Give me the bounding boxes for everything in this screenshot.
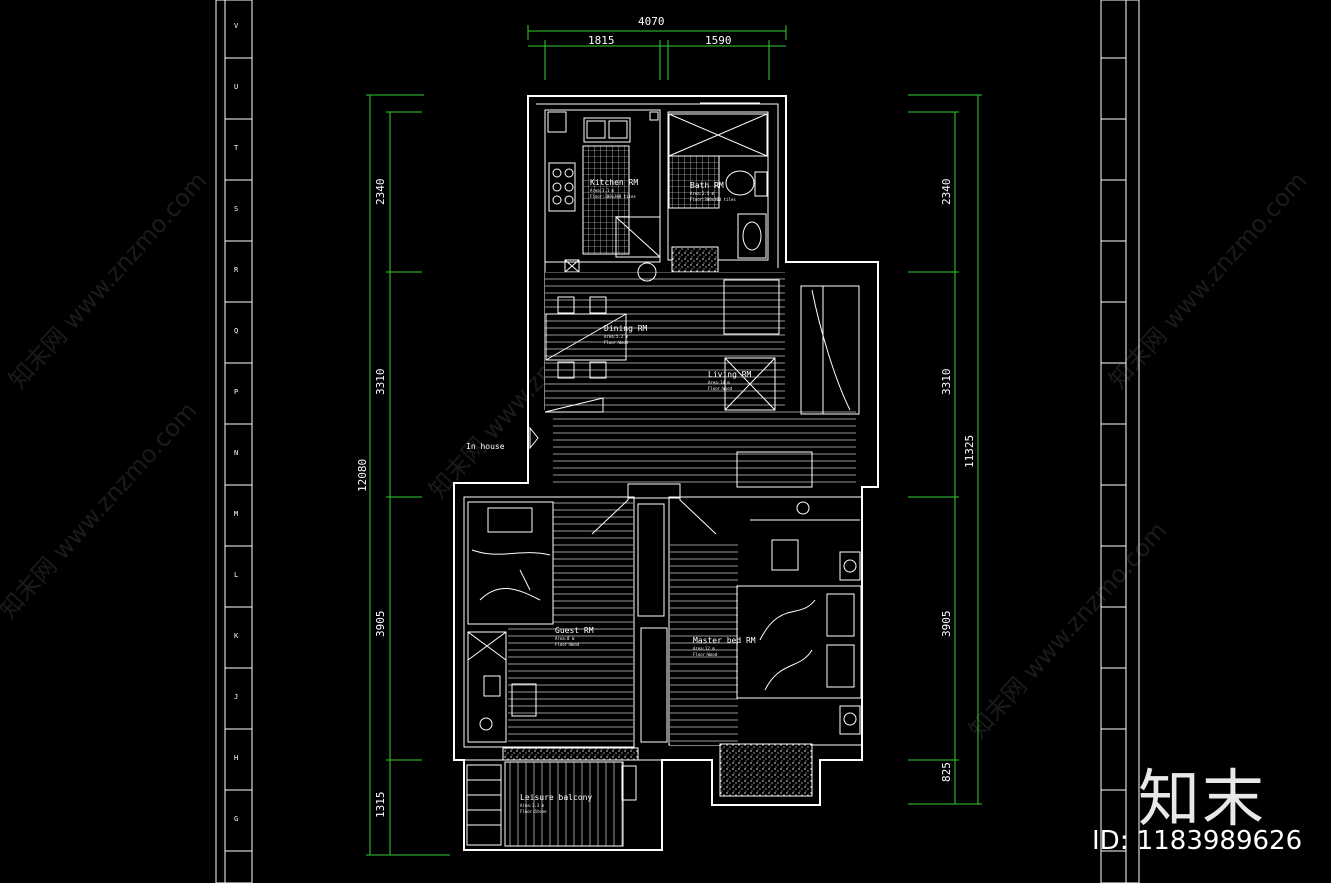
grid-tick-label: V <box>234 22 239 30</box>
dining-room-area: Area:5.2 m <box>604 334 629 339</box>
grid-tick-label: S <box>234 205 238 213</box>
guest-room-area: Area:8 m <box>555 636 575 641</box>
bath-room-floor: Floor:300x300 tiles <box>690 197 736 202</box>
right-grid-rail <box>1100 0 1140 883</box>
grid-tick-label: L <box>234 571 238 579</box>
guest-room-area: Guest RM Area:8 m Floor:Wood <box>463 483 717 748</box>
watermark-id: ID: 1183989626 <box>1092 826 1303 856</box>
kitchen-area: Kitchen RM Area:3.1 m Floor:300x300 tile… <box>544 109 661 273</box>
grid-tick-label: H <box>234 754 238 762</box>
dining-room-name: Dining RM <box>604 324 648 333</box>
bath-room-name: Bath RM <box>690 181 724 190</box>
dim-left-seg-3: 3905 <box>374 611 387 638</box>
balcony-room-name: Leisure balcony <box>520 793 592 802</box>
grid-tick-label: T <box>234 144 239 152</box>
balcony-room-area: Area:3.3 m <box>520 803 545 808</box>
dining-room-floor: Floor:Wood <box>604 340 629 345</box>
grid-tick-label: R <box>234 266 239 274</box>
dim-left-seg-1: 2340 <box>374 179 387 206</box>
dim-width-left: 1815 <box>588 34 615 47</box>
dim-right-seg-1: 2340 <box>940 179 953 206</box>
grid-tick-label: M <box>234 510 238 518</box>
kitchen-room-area: Area:3.1 m <box>590 188 615 193</box>
dim-right-seg-3: 3905 <box>940 611 953 638</box>
watermark-text-5: 知末网 www.znzmo.com <box>964 517 1173 744</box>
left-dimensions: 12080 2340 3310 3905 1315 <box>356 94 450 856</box>
dim-overall-height-right: 11325 <box>963 435 976 468</box>
watermark-logo: 知末 <box>1138 762 1267 835</box>
grid-tick-label: G <box>234 815 238 823</box>
right-dimensions: 2340 3310 11325 3905 825 <box>908 94 982 805</box>
living-room-name: Living RM <box>708 370 752 379</box>
watermark-text-2: 知末网 www.znzmo.com <box>0 397 202 624</box>
dim-left-seg-4: 1315 <box>374 792 387 819</box>
master-room-floor: Floor:Wood <box>693 652 718 657</box>
master-room-area: Area:12 m <box>693 646 715 651</box>
grid-tick-label: N <box>234 449 238 457</box>
top-dimensions: 4070 1815 1590 <box>527 15 787 80</box>
watermark-text-4: 知末网 www.znzmo.com <box>1104 167 1313 394</box>
dining-living-area: In house Dining RM Area:5.2 m Floor:Wood… <box>466 262 860 488</box>
dim-overall-height-left: 12080 <box>356 459 369 492</box>
dim-right-seg-4: 825 <box>940 762 953 782</box>
living-room-floor: Floor:Wood <box>708 386 733 391</box>
master-bedroom-area: Master bed RM Area:12 m Floor:Wood <box>668 496 863 797</box>
grid-tick-label: J <box>234 693 238 701</box>
grid-tick-label: P <box>234 388 238 396</box>
kitchen-room-floor: Floor:300x300 tiles <box>590 194 636 199</box>
dim-left-seg-2: 3310 <box>374 369 387 396</box>
left-grid-rail: V U T S R Q P N M L K J H G <box>215 0 253 883</box>
kitchen-room-name: Kitchen RM <box>590 178 638 187</box>
living-room-area: Area:14 m <box>708 380 730 385</box>
watermark-text-1: 知末网 www.znzmo.com <box>4 167 213 394</box>
master-room-name: Master bed RM <box>693 636 756 645</box>
entry-label: In house <box>466 442 505 451</box>
guest-room-name: Guest RM <box>555 626 594 635</box>
grid-tick-label: K <box>234 632 239 640</box>
grid-tick-label: U <box>234 83 238 91</box>
grid-tick-label: Q <box>234 327 238 335</box>
balcony-area: Leisure balcony Area:3.3 m Floor:Stone <box>463 747 663 851</box>
dim-right-seg-2: 3310 <box>940 369 953 396</box>
guest-room-floor: Floor:Wood <box>555 642 580 647</box>
dim-overall-width: 4070 <box>638 15 665 28</box>
dim-width-right: 1590 <box>705 34 732 47</box>
bath-area: Bath RM Area:2.5 m Floor:300x300 tiles <box>667 111 769 273</box>
balcony-room-floor: Floor:Stone <box>520 809 547 814</box>
bath-room-area: Area:2.5 m <box>690 191 715 196</box>
